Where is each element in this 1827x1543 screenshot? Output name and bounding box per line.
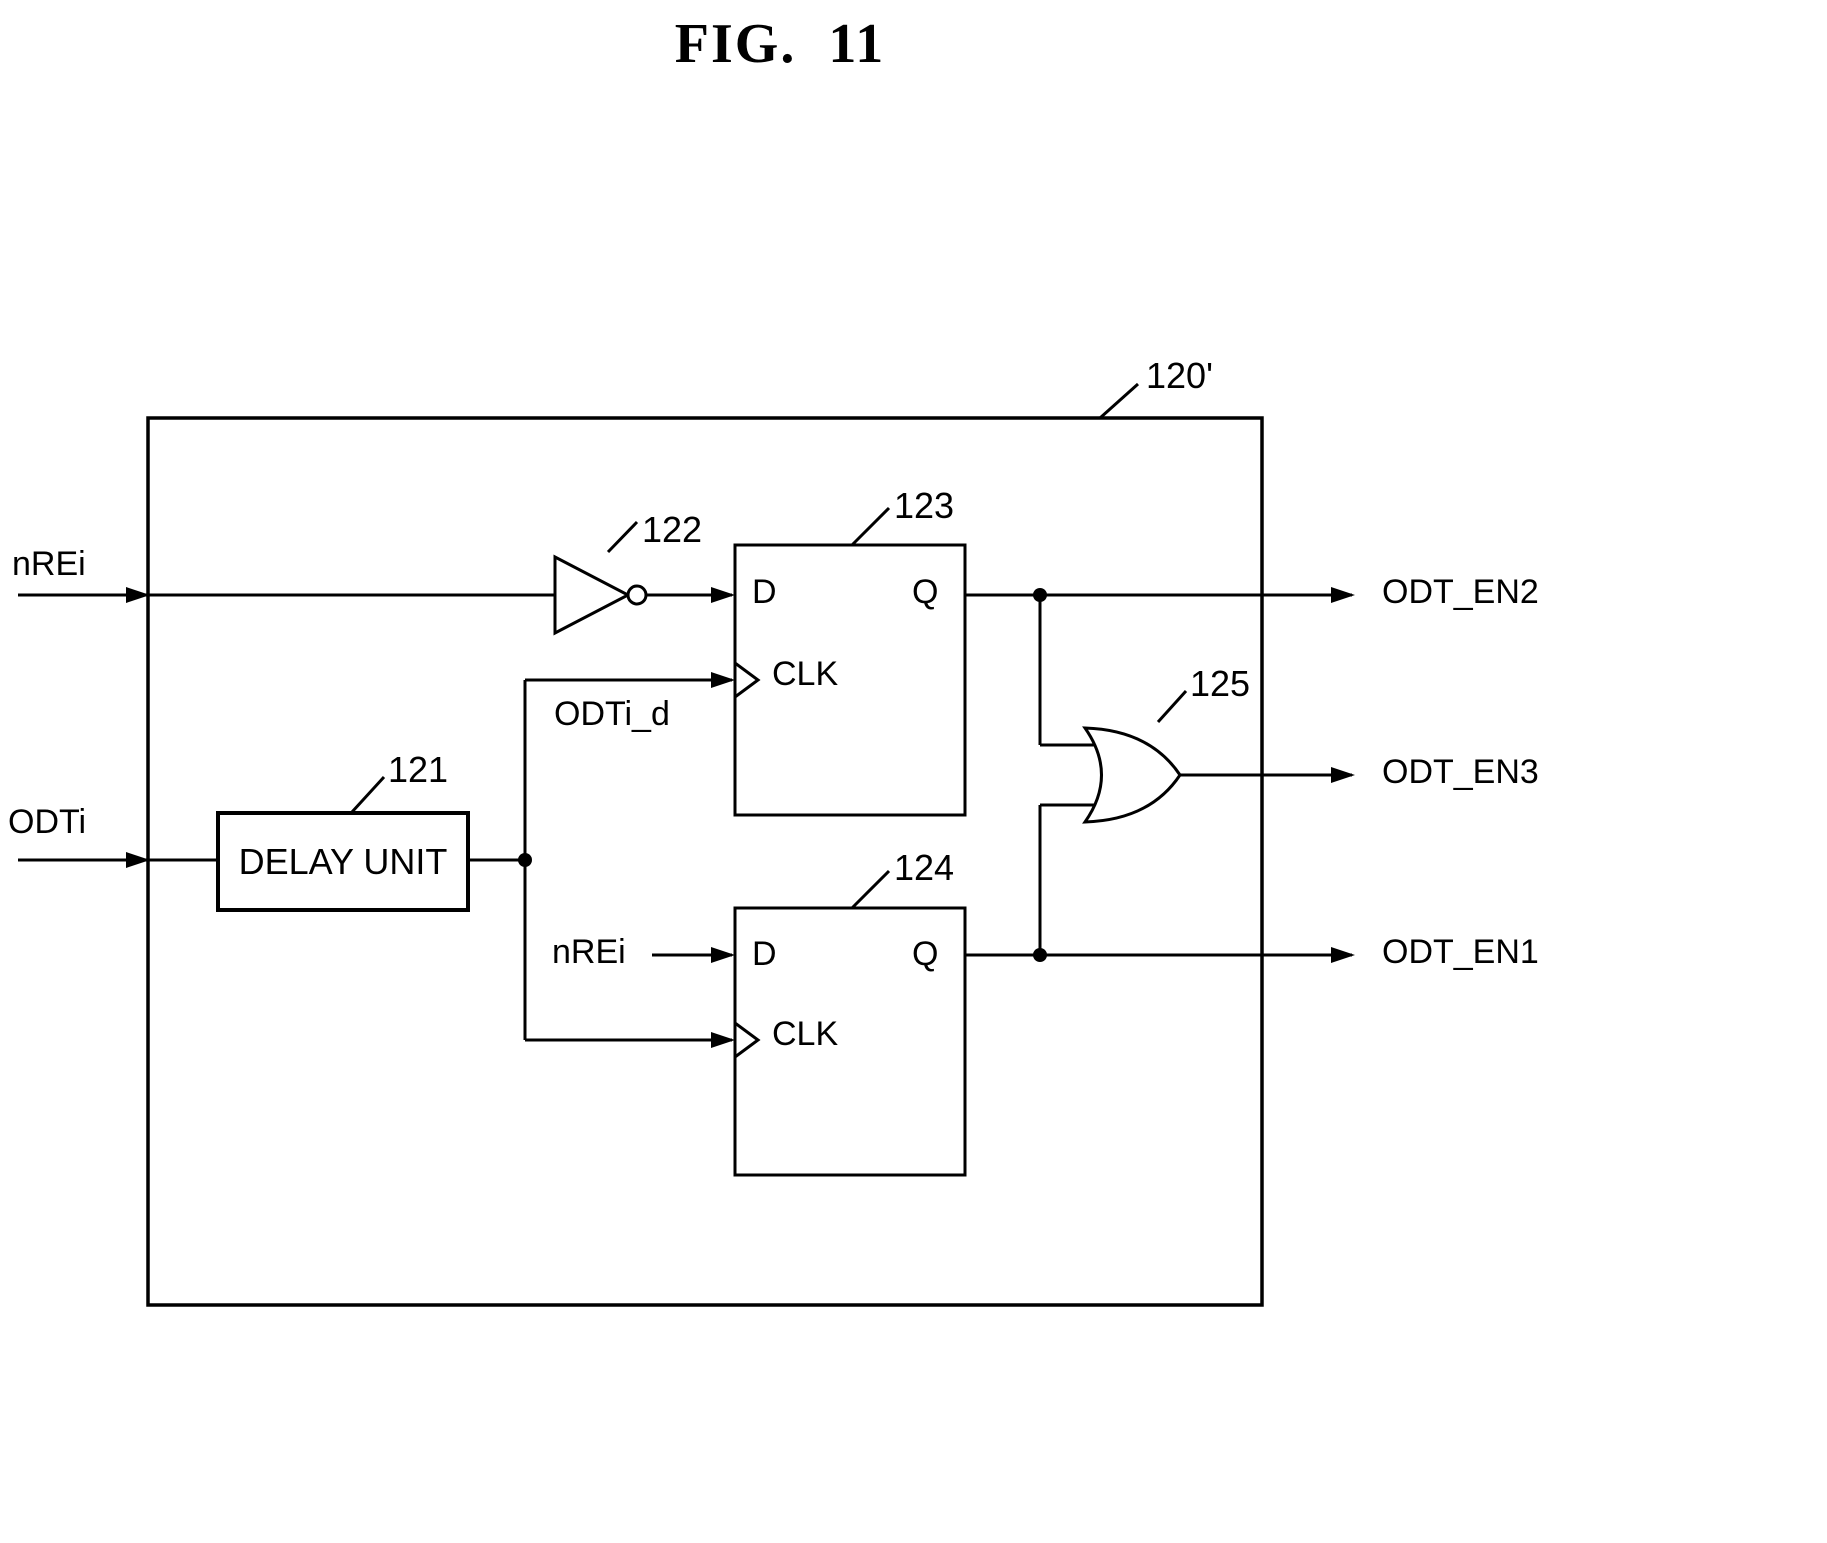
output-label-odt-en1: ODT_EN1: [1382, 933, 1539, 971]
ff2-port-d: D: [752, 935, 777, 973]
leader-122: [606, 520, 639, 554]
ref-label-120: 120': [1146, 355, 1213, 396]
leader-121: [350, 775, 386, 814]
output-label-odt-en3: ODT_EN3: [1382, 753, 1539, 791]
flipflop-124-clk-triangle-icon: [734, 1021, 761, 1059]
arrow-odt-en1: [1331, 947, 1355, 963]
ff1-port-q: Q: [912, 573, 939, 611]
leader-125: [1156, 689, 1188, 724]
figure-title: FIG. 11: [674, 13, 886, 75]
arrow-odt-en2: [1331, 587, 1355, 603]
ref-label-121: 121: [388, 749, 449, 790]
junction-delay-out: [518, 853, 532, 867]
ref-label-122: 122: [642, 509, 703, 550]
input-label-odti: ODTi: [8, 803, 87, 841]
delay-unit-box: [216, 811, 470, 912]
or-gate-shape: [1082, 726, 1182, 824]
ref-label-125: 125: [1190, 663, 1251, 704]
input-label-nrei: nREi: [12, 545, 86, 583]
arrow-into-ff2-d: [711, 947, 735, 963]
signal-label-odti-d: ODTi_d: [554, 695, 670, 733]
ff1-port-clk: CLK: [772, 655, 839, 693]
signal-label-nrei-internal: nREi: [552, 933, 626, 971]
arrow-nrei-entry: [126, 587, 150, 603]
outer-block-120: [146, 416, 1264, 1307]
ref-label-124: 124: [894, 847, 955, 888]
arrow-odt-en3: [1331, 767, 1355, 783]
junction-ff2-q: [1033, 948, 1047, 962]
flipflop-124-box: [733, 906, 967, 1177]
ff1-port-d: D: [752, 573, 777, 611]
inverter-triangle: [553, 554, 632, 636]
arrow-into-ff1-clk: [711, 672, 735, 688]
leader-120: [1098, 382, 1140, 420]
ref-label-123: 123: [894, 485, 955, 526]
leader-123: [850, 506, 891, 547]
arrow-into-ff2-clk: [711, 1032, 735, 1048]
junction-ff1-q: [1033, 588, 1047, 602]
arrow-odti-entry: [126, 852, 150, 868]
flipflop-123-clk-triangle-icon: [734, 661, 761, 699]
inverter-bubble: [626, 584, 648, 606]
delay-unit-label: DELAY UNIT: [238, 840, 448, 882]
flipflop-123-box: [733, 543, 967, 817]
leader-124: [850, 869, 891, 910]
arrow-into-ff1-d: [711, 587, 735, 603]
output-label-odt-en2: ODT_EN2: [1382, 573, 1539, 611]
ff2-port-clk: CLK: [772, 1015, 839, 1053]
ff2-port-q: Q: [912, 935, 939, 973]
